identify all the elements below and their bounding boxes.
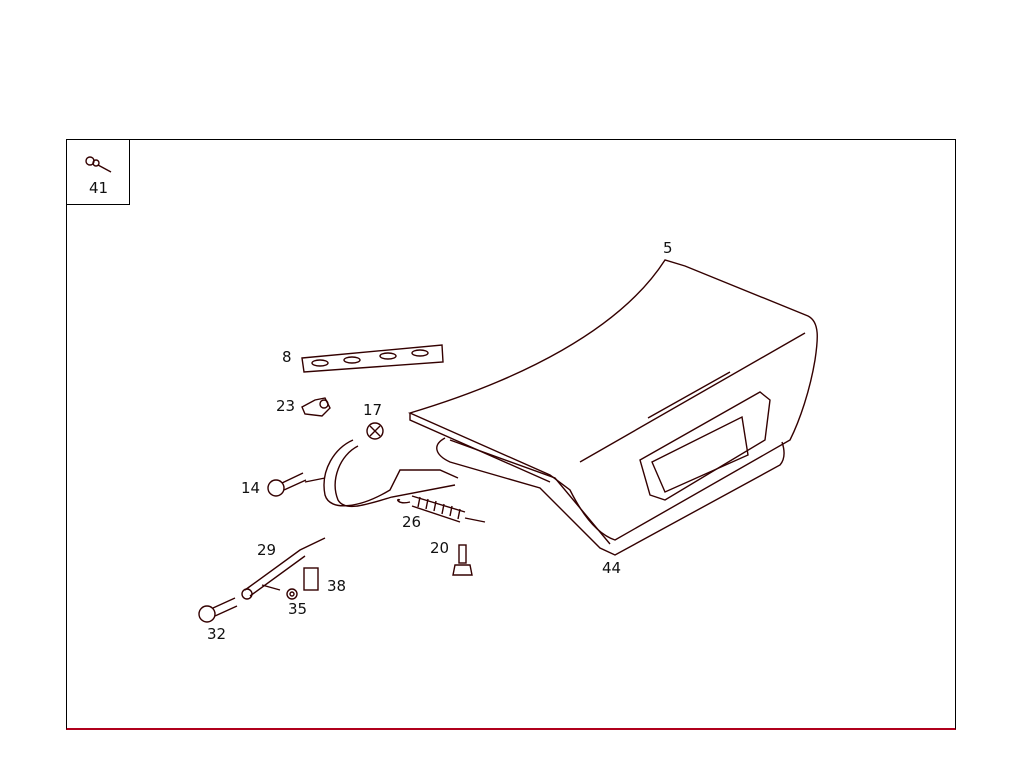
callout-17: 17 xyxy=(363,401,383,419)
callout-35: 35 xyxy=(288,600,308,618)
diagram-frame xyxy=(66,139,956,730)
gas-strut xyxy=(241,537,326,600)
bolt-20 xyxy=(452,544,473,576)
callout-32: 32 xyxy=(207,625,227,643)
callout-14: 14 xyxy=(241,479,261,497)
callout-8: 8 xyxy=(282,348,292,366)
callout-44: 44 xyxy=(602,559,622,577)
clip xyxy=(301,397,331,417)
bolt-32 xyxy=(198,597,238,623)
nut-clip xyxy=(303,567,319,591)
trunk-lid xyxy=(407,259,818,541)
trim-strip xyxy=(301,344,444,373)
inset-box xyxy=(66,139,130,205)
spring xyxy=(397,495,486,523)
washer xyxy=(286,588,298,600)
hinge xyxy=(304,439,459,508)
buffer xyxy=(366,422,384,440)
bolt-14 xyxy=(267,472,307,497)
callout-20: 20 xyxy=(430,539,450,557)
seal xyxy=(436,437,785,556)
callout-23: 23 xyxy=(276,397,296,415)
callout-38: 38 xyxy=(327,577,347,595)
callout-29: 29 xyxy=(257,541,277,559)
callout-41: 41 xyxy=(89,179,109,197)
callout-26: 26 xyxy=(402,513,422,531)
rivet-icon xyxy=(85,156,112,173)
callout-5: 5 xyxy=(663,239,673,257)
